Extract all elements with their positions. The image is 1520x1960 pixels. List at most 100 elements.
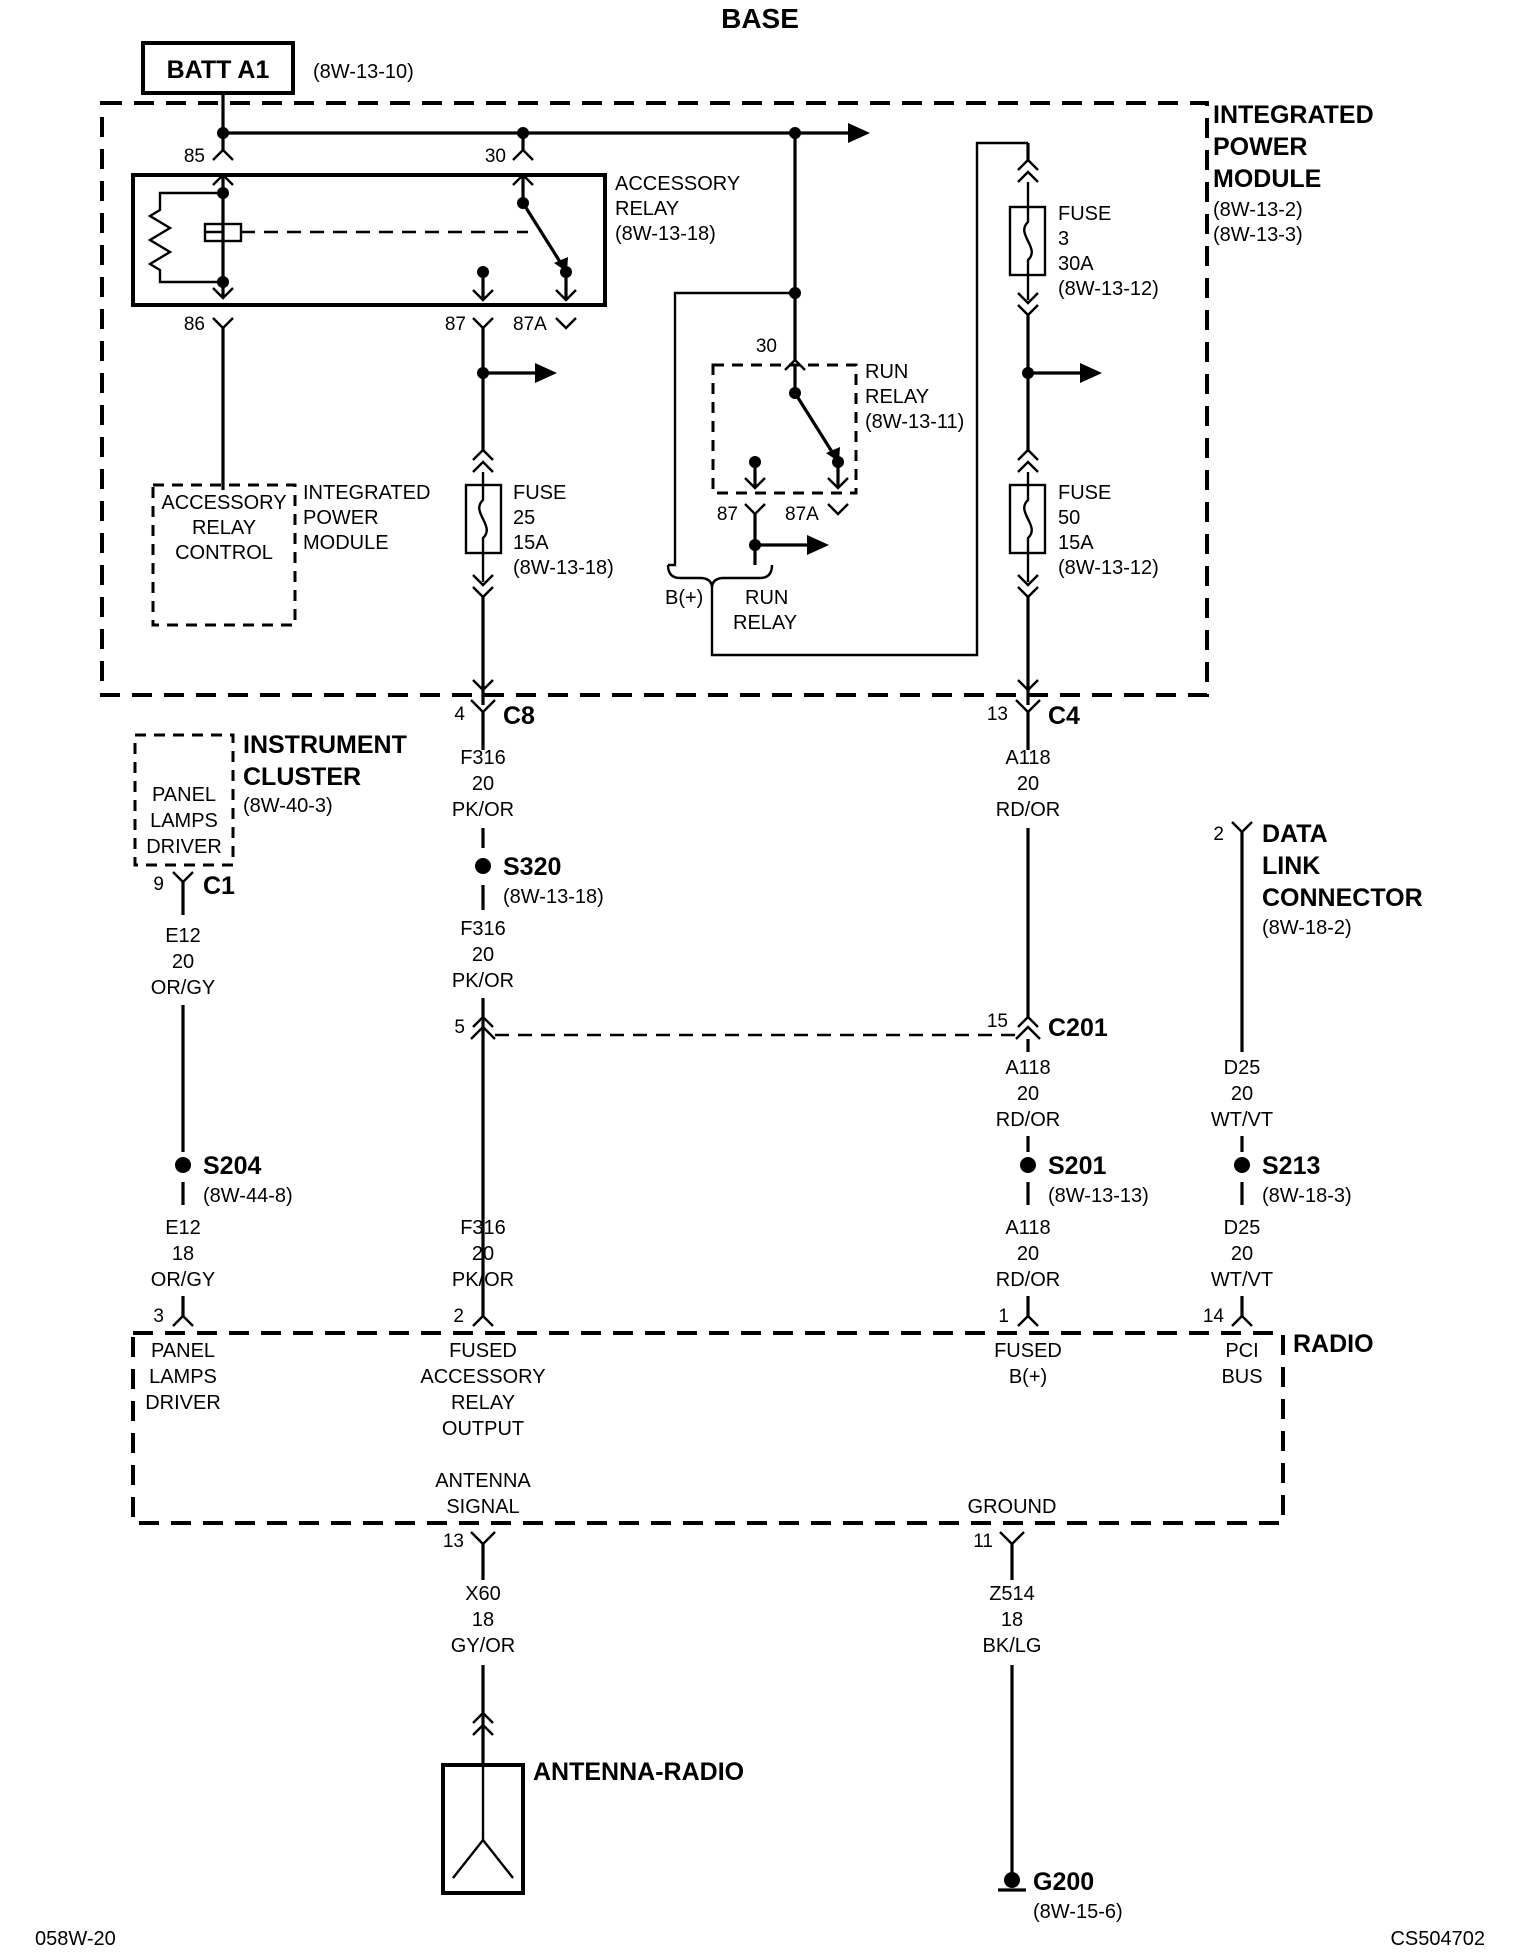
radio-pin-2: 2 [453,1306,464,1327]
acc-ctrl-label-1: ACCESSORY [161,492,286,514]
a118-a-l2: 20 [1017,773,1039,795]
radio-fa-2: ACCESSORY [420,1366,545,1388]
bus-arrow-top [848,123,870,143]
dlc-pin: 2 [1213,824,1224,845]
c8-name: C8 [503,702,535,730]
a118-b-l1: A118 [1005,1057,1050,1079]
cluster-ref: (8W-40-3) [243,795,333,817]
dlc-label-1: DATA [1262,820,1328,848]
radio-ant-2: SIGNAL [446,1496,519,1518]
arrow-run-87 [807,535,829,555]
run-relay-ref: (8W-13-11) [865,411,964,433]
f316-a-l2: 20 [472,773,494,795]
d25-a-l2: 20 [1231,1083,1253,1105]
fuse-25-ref: (8W-13-18) [513,557,614,579]
d25-b-l1: D25 [1224,1217,1261,1239]
radio-fa-1: FUSED [449,1340,517,1362]
instrument-cluster-box [133,733,235,867]
run-b-plus: B(+) [665,587,703,609]
dlc-ref: (8W-18-2) [1262,917,1352,939]
x60-l3: GY/OR [451,1635,515,1657]
fuse-3-ref: (8W-13-12) [1058,278,1159,300]
acc-relay-label-1: ACCESSORY [615,173,740,195]
d25-a-l3: WT/VT [1211,1109,1273,1131]
acc-ctrl-module-2: POWER [303,507,379,529]
run-relay-label-1: RUN [865,361,908,383]
splice-s213 [1234,1157,1250,1173]
a118-b-l2: 20 [1017,1083,1039,1105]
radio-pin-3: 3 [153,1306,164,1327]
radio-pin-14: 14 [1203,1306,1225,1327]
a118-c-l1: A118 [1005,1217,1050,1239]
run-pin-30: 30 [756,336,777,357]
c4-name: C4 [1048,702,1080,730]
f316-b-l2: 20 [472,944,494,966]
fuse-25-l3: 15A [513,532,549,554]
cluster-inner-1: PANEL [152,784,216,806]
radio-pci-1: PCI [1225,1340,1258,1362]
radio-name: RADIO [1293,1330,1374,1358]
radio-fb-2: B(+) [1009,1366,1047,1388]
z514-l3: BK/LG [983,1635,1042,1657]
fuse-25-l1: FUSE [513,482,566,504]
f316-b-l3: PK/OR [452,970,514,992]
dlc-label-3: CONNECTOR [1262,884,1423,912]
batt-a1-ref: (8W-13-10) [313,61,414,83]
d25-a-l1: D25 [1224,1057,1261,1079]
radio-panel-1: PANEL [151,1340,215,1362]
run-label-2: RELAY [733,612,797,634]
s204-ref: (8W-44-8) [203,1185,293,1207]
acc-pin-87a: 87A [513,314,547,335]
radio-fa-4: OUTPUT [442,1418,524,1440]
c201-pin-right: 15 [987,1011,1008,1032]
e12-b-l1: E12 [165,1217,201,1239]
ipm-label-2: POWER [1213,133,1307,161]
e12-a-l2: 20 [172,951,194,973]
accessory-relay-box [131,173,607,307]
batt-a1-box [141,41,295,95]
cluster-pin: 9 [153,874,164,895]
f316-c-l3: PK/OR [452,1269,514,1291]
c4-pin: 13 [987,704,1008,725]
radio-pin-13: 13 [443,1531,464,1552]
fuse-3-l3: 30A [1058,253,1094,275]
radio-panel-2: LAMPS [149,1366,217,1388]
d25-b-l2: 20 [1231,1243,1253,1265]
radio-fb-1: FUSED [994,1340,1062,1362]
acc-pin-30: 30 [485,146,506,167]
c201-name: C201 [1048,1014,1108,1042]
g200-ref: (8W-15-6) [1033,1901,1123,1923]
acc-relay-label-2: RELAY [615,198,679,220]
x60-l2: 18 [472,1609,494,1631]
radio-panel-3: DRIVER [145,1392,221,1414]
run-relay-box [711,363,858,495]
z514-l1: Z514 [989,1583,1035,1605]
s213-name: S213 [1262,1152,1320,1180]
batt-a1-label: BATT A1 [167,56,270,84]
a118-c-l3: RD/OR [996,1269,1060,1291]
f316-c-l2: 20 [472,1243,494,1265]
ipm-outline [100,101,1209,697]
radio-box [131,1331,1285,1525]
ground-g200 [1004,1872,1020,1888]
radio-fa-3: RELAY [451,1392,515,1414]
e12-a-l3: OR/GY [151,977,215,999]
fuse-50-l1: FUSE [1058,482,1111,504]
run-relay-label-2: RELAY [865,386,929,408]
f316-a-l3: PK/OR [452,799,514,821]
radio-gnd: GROUND [968,1496,1057,1518]
radio-pin-1: 1 [998,1306,1009,1327]
cluster-label-2: CLUSTER [243,763,361,791]
acc-relay-ref: (8W-13-18) [615,223,716,245]
splice-s201 [1020,1157,1036,1173]
a118-a-l3: RD/OR [996,799,1060,821]
splice-s204 [175,1157,191,1173]
a118-b-l3: RD/OR [996,1109,1060,1131]
a118-c-l2: 20 [1017,1243,1039,1265]
a118-a-l1: A118 [1005,747,1050,769]
x60-l1: X60 [465,1583,501,1605]
e12-b-l3: OR/GY [151,1269,215,1291]
arrow-87 [535,363,557,383]
acc-ctrl-label-2: RELAY [192,517,256,539]
